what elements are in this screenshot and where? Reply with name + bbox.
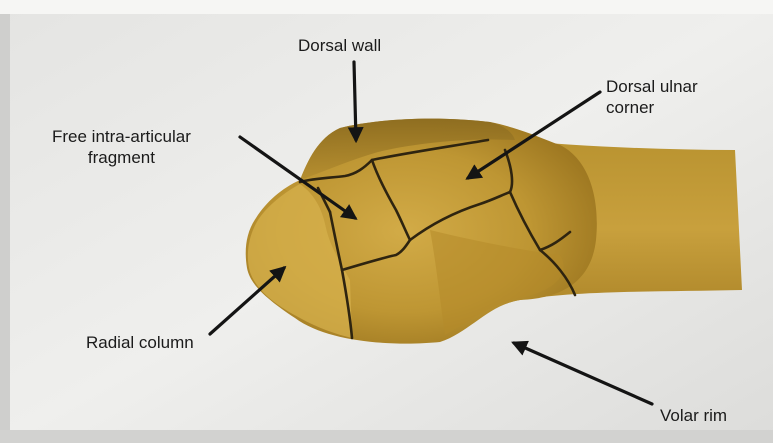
label-dorsal-ulnar-corner-line-1: Dorsal ulnar <box>606 76 698 97</box>
label-radial-column: Radial column <box>86 332 194 353</box>
label-free-fragment-line-1: Free intra-articular <box>52 126 191 147</box>
arrow-dorsal-wall <box>354 62 356 140</box>
label-free-intra-articular-fragment: Free intra-articular fragment <box>52 126 191 168</box>
page-edge-bottom <box>0 430 773 443</box>
label-dorsal-wall: Dorsal wall <box>298 35 381 56</box>
label-dorsal-ulnar-corner: Dorsal ulnar corner <box>606 76 698 118</box>
label-volar-rim: Volar rim <box>660 405 727 426</box>
page-edge-top <box>0 0 773 14</box>
label-dorsal-ulnar-corner-line-2: corner <box>606 97 698 118</box>
label-free-fragment-line-2: fragment <box>52 147 191 168</box>
page-edge-left <box>0 0 10 443</box>
